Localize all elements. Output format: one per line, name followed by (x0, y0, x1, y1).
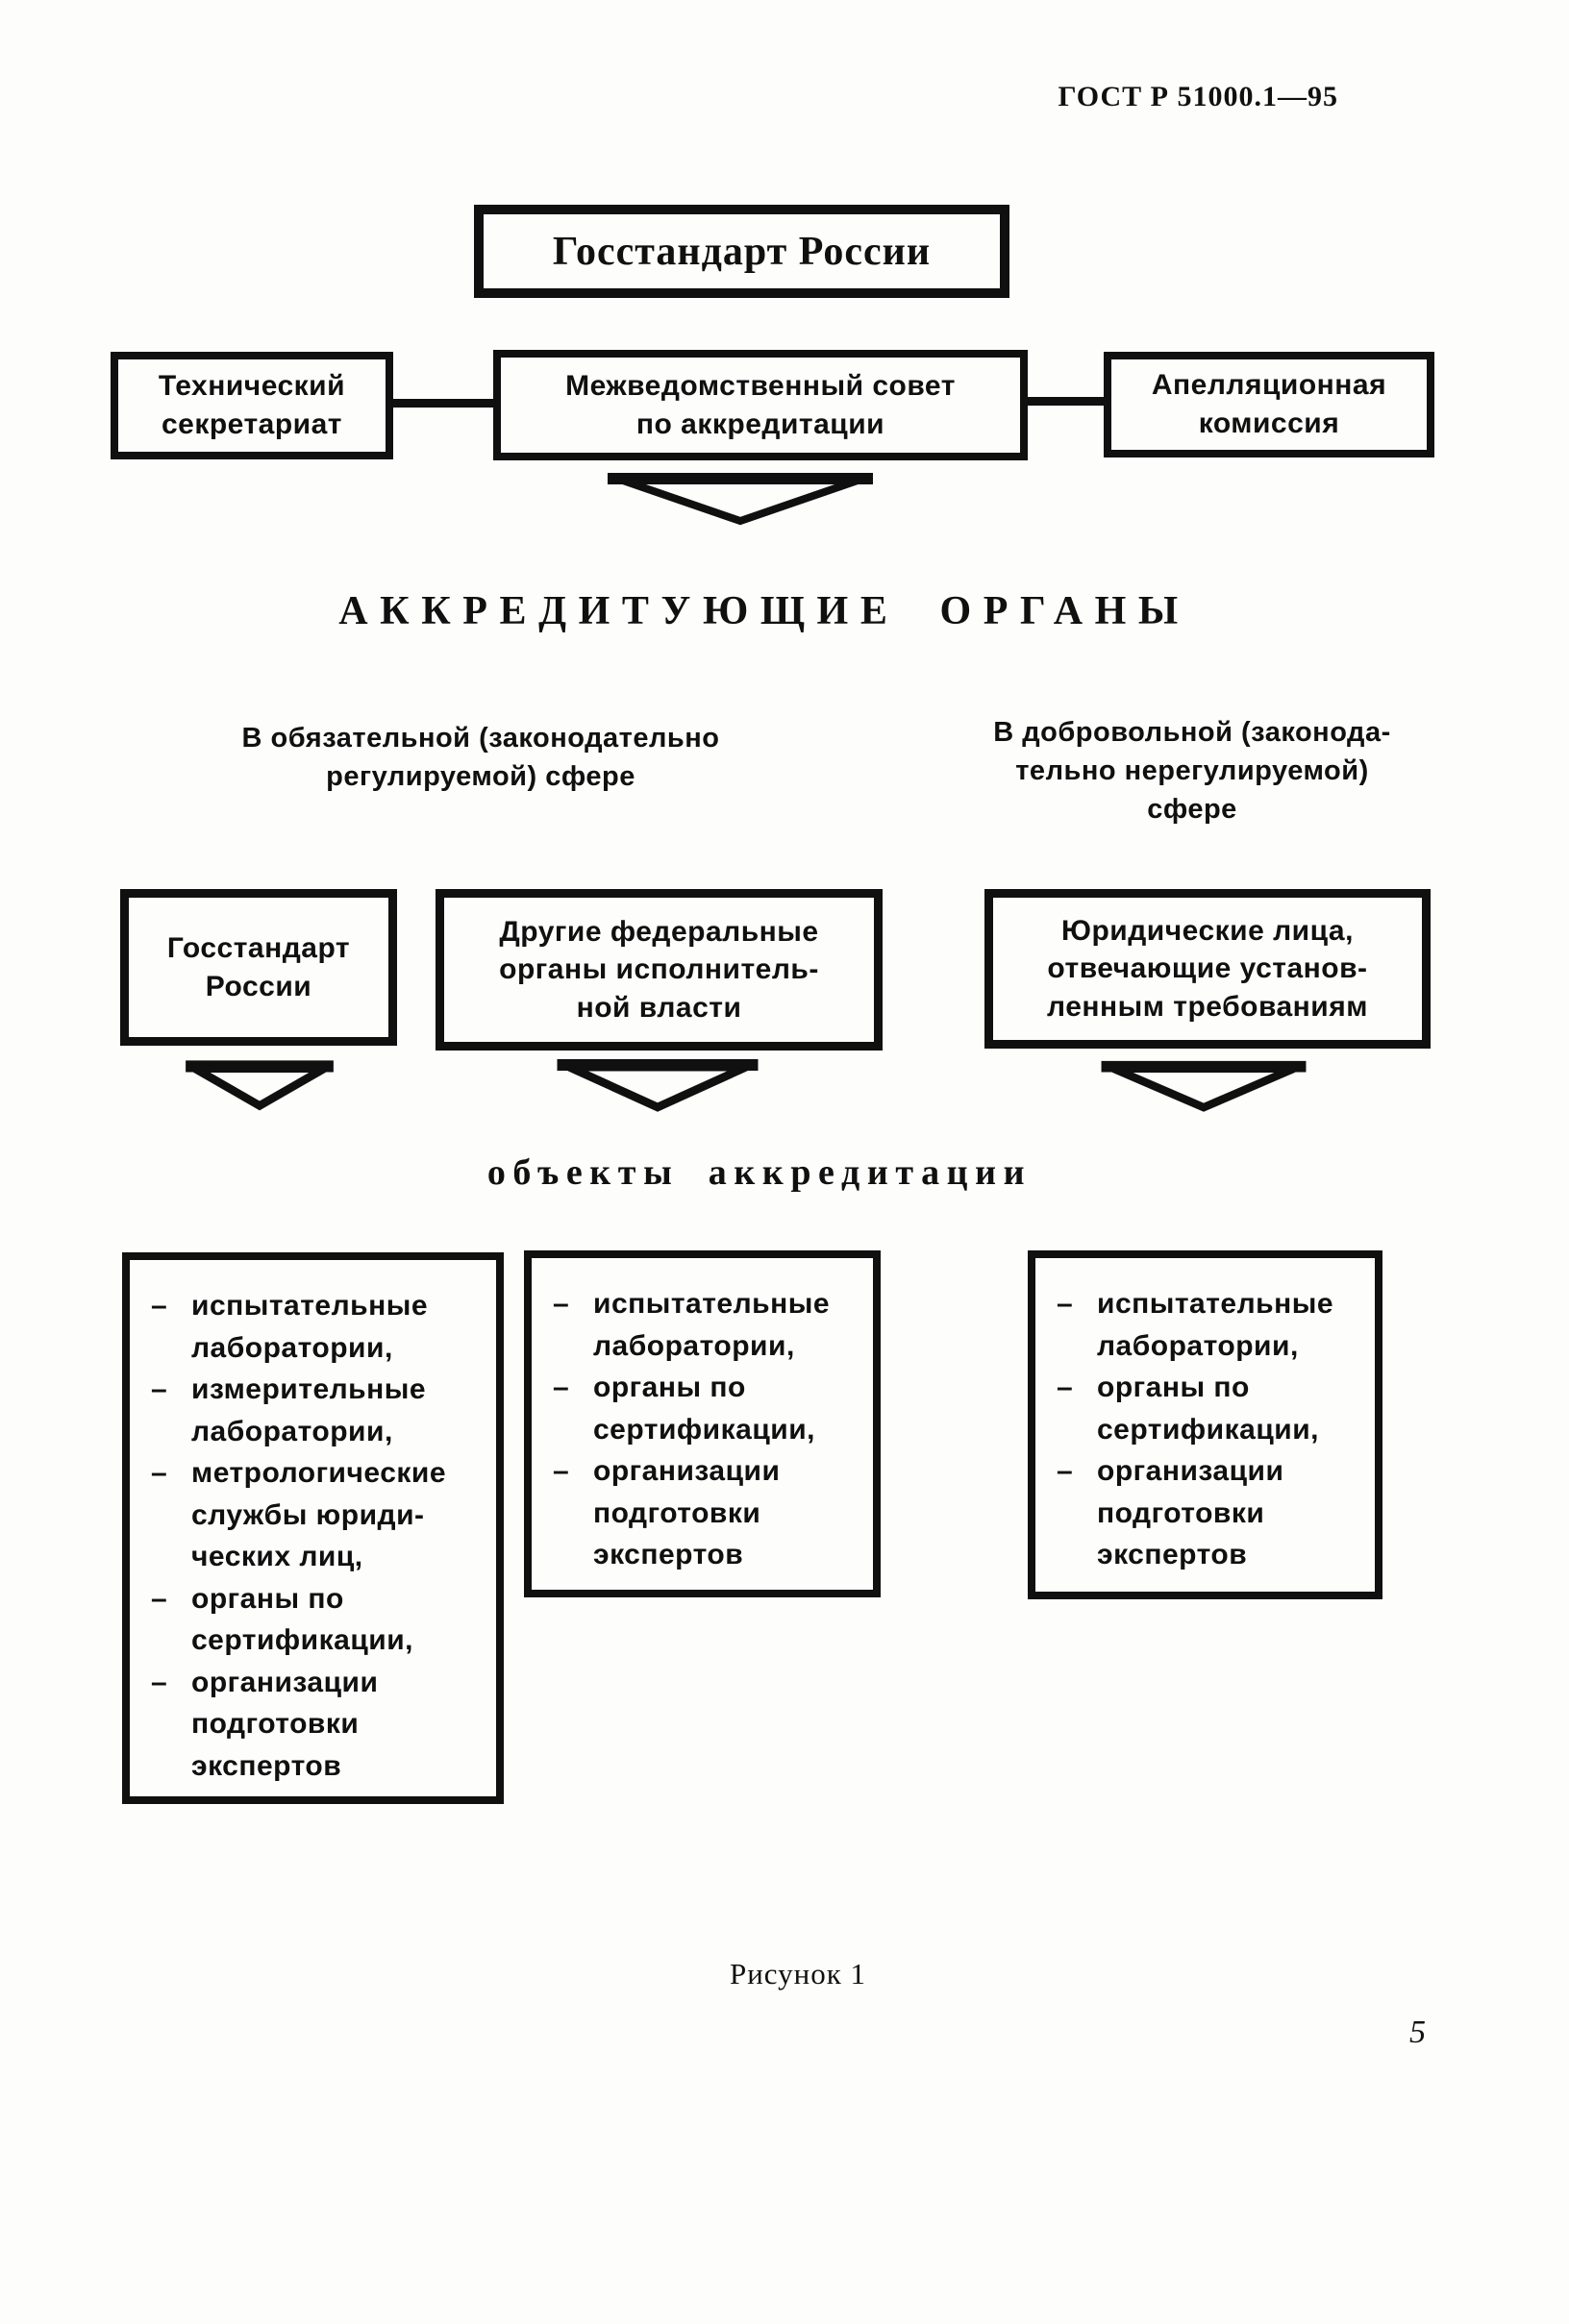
list-dash: – (151, 1290, 167, 1322)
list-item: – органы по сертификации, (151, 1578, 485, 1662)
legal-entities-box: Юридические лица, отвечающие установ- ле… (984, 889, 1431, 1049)
technical-secretariat-box: Технический секретариат (111, 352, 393, 459)
list-dash: – (553, 1288, 569, 1320)
list-item: – испытательные лаборатории, (553, 1283, 861, 1367)
list-item-text: испытательные лаборатории, (191, 1290, 429, 1364)
list-item: – организации подготовки экспертов (1057, 1450, 1363, 1576)
mandatory-sphere-label: В обязательной (законодательно регулируе… (241, 723, 720, 793)
interdepartmental-council-box: Межведомственный совет по аккредитации (493, 350, 1028, 460)
accreditation-objects-heading: объекты аккредитации (486, 1152, 1033, 1193)
voluntary-sphere-label: В добровольной (законода- тельно нерегул… (993, 717, 1391, 826)
list-item-text: испытательные лаборатории, (1097, 1288, 1334, 1362)
appeal-commission-box: Апелляционная комиссия (1104, 352, 1434, 457)
list-item-text: органы по сертификации, (1097, 1372, 1319, 1446)
appeal-commission-label: Апелляционная комиссия (1151, 369, 1387, 439)
down-arrow-icon (557, 1059, 759, 1112)
objects-list-box-mandatory-federal: – испытательные лаборатории, – органы по… (524, 1250, 881, 1597)
objects-list-box-voluntary: – испытательные лаборатории, – органы по… (1028, 1250, 1382, 1599)
list-dash: – (151, 1373, 167, 1405)
list-item-text: организации подготовки экспертов (191, 1666, 379, 1782)
list-item: – организации подготовки экспертов (553, 1450, 861, 1576)
list-item-text: органы по сертификации, (593, 1372, 815, 1446)
gosstandart-top-box: Госстандарт России (474, 205, 1009, 298)
list-item: – измерительные лаборатории, (151, 1369, 485, 1452)
list-dash: – (553, 1372, 569, 1403)
list-item-text: метрологические службы юриди- ческих лиц… (191, 1457, 447, 1572)
federal-bodies-label: Другие федеральные органы исполнитель- н… (499, 915, 819, 1024)
list-item: – метрологические службы юриди- ческих л… (151, 1452, 485, 1578)
objects-list-box-mandatory-gosstandart: – испытательные лаборатории, – измерител… (122, 1252, 504, 1804)
list-item-text: организации подготовки экспертов (1097, 1455, 1284, 1570)
connector-line-right (1022, 397, 1108, 406)
interdepartmental-council-label: Межведомственный совет по аккредитации (565, 369, 956, 440)
gosstandart-top-label: Госстандарт России (552, 229, 932, 274)
legal-entities-label: Юридические лица, отвечающие установ- ле… (1047, 914, 1368, 1023)
gosstandart-body-box: Госстандарт России (120, 889, 397, 1046)
list-item-text: испытательные лаборатории, (593, 1288, 831, 1362)
list-dash: – (1057, 1288, 1073, 1320)
standard-code: ГОСТ Р 51000.1—95 (1058, 81, 1338, 112)
list-item: – испытательные лаборатории, (151, 1285, 485, 1369)
accrediting-bodies-heading: АККРЕДИТУЮЩИЕ ОРГАНЫ (338, 589, 1190, 633)
list-dash: – (151, 1582, 167, 1615)
down-arrow-icon (608, 473, 873, 526)
list-item-text: организации подготовки экспертов (593, 1455, 781, 1570)
figure-caption: Рисунок 1 (729, 1957, 867, 1990)
list-dash: – (1057, 1455, 1073, 1487)
list-item: – испытательные лаборатории, (1057, 1283, 1363, 1367)
list-dash: – (1057, 1372, 1073, 1403)
technical-secretariat-label: Технический секретариат (158, 370, 346, 440)
list-item: – органы по сертификации, (1057, 1367, 1363, 1450)
connector-line-left (386, 399, 498, 408)
gosstandart-body-label: Госстандарт России (166, 931, 351, 1002)
federal-bodies-box: Другие федеральные органы исполнитель- н… (436, 889, 883, 1051)
list-item: – организации подготовки экспертов (151, 1662, 485, 1788)
list-dash: – (553, 1455, 569, 1487)
down-arrow-icon (186, 1060, 334, 1111)
down-arrow-icon (1101, 1060, 1307, 1112)
page-number: 5 (1409, 2015, 1426, 2050)
list-item-text: органы по сертификации, (191, 1582, 413, 1657)
list-dash: – (151, 1457, 167, 1489)
list-item-text: измерительные лаборатории, (191, 1373, 427, 1447)
list-dash: – (151, 1666, 167, 1698)
list-item: – органы по сертификации, (553, 1367, 861, 1450)
